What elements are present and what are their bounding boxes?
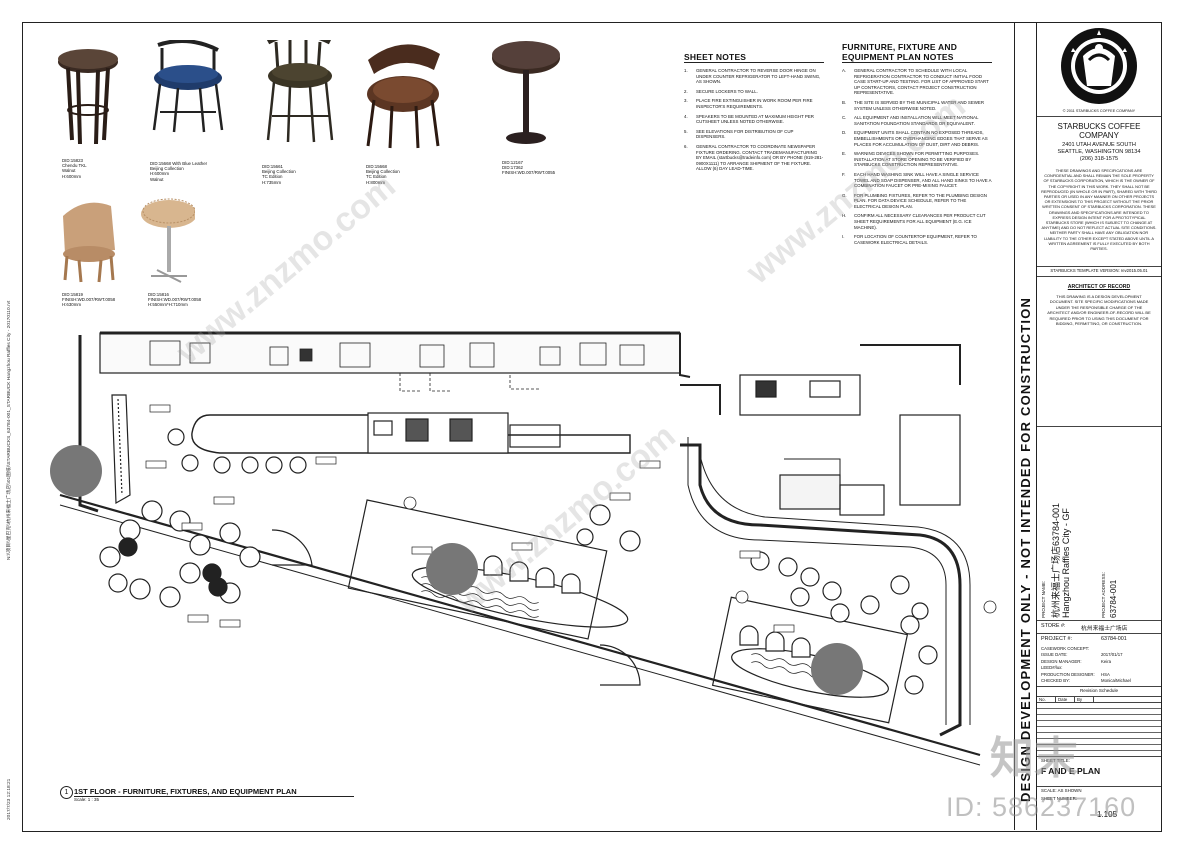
ffe-notes-list: A.GENERAL CONTRACTOR TO SCHEDULE WITH LO…	[842, 68, 992, 245]
sheet-note: 2.SECURE LOCKERS TO WALL.	[684, 88, 758, 94]
stool-dark-icon	[58, 49, 118, 145]
furniture-row-2	[63, 198, 195, 283]
armchair-tan-icon	[63, 202, 115, 283]
project-no-label: PROJECT #:	[1041, 636, 1073, 642]
sheet-title: F AND E PLAN	[1041, 766, 1101, 776]
plan-scale: Scale: 1 : 35	[74, 797, 100, 802]
store-label: STORE #:	[1041, 623, 1066, 629]
bar-stool-wood-icon	[266, 40, 334, 143]
ffe-note: H.CONFIRM ALL NECESSARY CLEARANCES PER P…	[842, 213, 986, 230]
revision-table: No. Date By	[1037, 696, 1161, 754]
chair-brown-icon	[366, 44, 440, 149]
ffe-note: I.FOR LOCATION OF COUNTERTOP EQUIPMENT, …	[842, 234, 977, 245]
scale-label: SCALE: AS SHOWN	[1041, 788, 1082, 793]
sheet-title-label: SHEET TITLE:	[1041, 758, 1070, 763]
vertical-banner-band: DESIGN DEVELOPMENT ONLY - NOT INTENDED F…	[1014, 22, 1037, 830]
ffe-notes-title: FURNITURE, FIXTURE AND EQUIPMENT PLAN NO…	[842, 42, 992, 63]
ffe-note: E.WARNING DEVICES SHOWN FOR PERMITTING P…	[842, 151, 980, 168]
company-name: STARBUCKS COFFEE COMPANY	[1057, 122, 1141, 140]
watermark-brand: 知末	[990, 734, 1078, 783]
round-table-light-icon	[141, 198, 195, 283]
sheet-number-label: SHEET NUMBER:	[1041, 796, 1078, 801]
seating-zone-1	[347, 499, 608, 640]
grey-marker	[50, 445, 102, 497]
sheet-note: 1.GENERAL CONTRACTOR TO REVERSE DOOR HIN…	[684, 68, 821, 85]
date-side-text: 2017/7/23 12:18:21	[7, 778, 12, 820]
project-address-label: PROJECT ADDRESS:	[1101, 572, 1106, 618]
store-value: 杭州来福士广场店	[1081, 626, 1128, 632]
ffe-note: G.FOR PLUMBING FIXTURES, REFER TO THE PL…	[842, 192, 987, 209]
titleblock: © 2011 STARBUCKS COFFEE COMPANY STARBUCK…	[1036, 22, 1161, 830]
sheet-notes-title: SHEET NOTES	[684, 52, 824, 63]
plan-title: 1ST FLOOR - FURNITURE, FIXTURES, AND EQU…	[74, 787, 297, 796]
revision-title: Revision Schedule	[1079, 688, 1119, 693]
floor-plan	[50, 331, 997, 766]
sheet-notes: SHEET NOTES 1.GENERAL CONTRACTOR TO REVE…	[684, 52, 824, 176]
project-no: 63784-001	[1101, 636, 1127, 642]
ffe-note: F.EACH HAND WASHING SINK WILL HAVE A SIN…	[842, 171, 992, 189]
back-counter	[99, 332, 681, 374]
sheet-note: 4.SPEAKERS TO BE MOUNTED AT MAXIMUM HEIG…	[684, 113, 814, 125]
project-name-label: PROJECT NAME:	[1041, 580, 1046, 618]
project-meta: CASEWORK CONCEPT: ISSUE DATE:2017/01/17 …	[1041, 646, 1131, 684]
plan-number-circle: 1	[60, 786, 73, 799]
drawing-sheet	[22, 22, 1162, 832]
ffe-note: A.GENERAL CONTRACTOR TO SCHEDULE WITH LO…	[842, 68, 989, 96]
sheet-number: 1.105	[1097, 810, 1118, 819]
ffe-note: B.THE SITE IS SERVED BY THE MUNICIPAL WA…	[842, 99, 985, 111]
aor-text: THIS DRAWING IS A DESIGN DEVELOPMENT DOC…	[1047, 294, 1151, 327]
template-version: STARBUCKS TEMPLATE VERSION: rev2015.05.0…	[1050, 268, 1148, 273]
round-table-icon	[492, 41, 560, 144]
grey-marker	[811, 643, 863, 695]
grey-marker	[426, 543, 478, 595]
copyright-notice: THESE DRAWINGS AND SPECIFICATIONS ARE CO…	[1041, 168, 1157, 252]
bar-stool-blue-icon	[152, 40, 224, 133]
sheet-note: 3.PLACE FIRE EXTINGUISHER IN WORK ROOM P…	[684, 98, 813, 109]
kitchen-counter	[739, 374, 861, 416]
project-address: 63784-001	[1109, 579, 1118, 618]
sheet-note: 6.GENERAL CONTRACTOR TO COORDINATE NEWSP…	[684, 143, 824, 172]
seating-zone-2	[711, 596, 909, 724]
file-path-side-text: N:\\项目\\星巴克\\杭州来福士广场店\\01图纸\\STARBUCKS_6…	[7, 300, 12, 560]
aor-title: ARCHITECT OF RECORD	[1067, 284, 1131, 290]
sheet-note: 5.SEE ELEVATIONS FOR DISTRIBUTION OF CUP…	[684, 128, 794, 140]
ffe-note: D.EQUIPMENT UNITS SHALL CONTAIN NO EXPOS…	[842, 130, 988, 147]
watermark-id: ID: 586237160	[946, 792, 1137, 822]
logo-caption: © 2011 STARBUCKS COFFEE COMPANY	[1062, 109, 1136, 113]
ffe-notes: FURNITURE, FIXTURE AND EQUIPMENT PLAN NO…	[842, 42, 992, 249]
sheet-notes-list: 1.GENERAL CONTRACTOR TO REVERSE DOOR HIN…	[684, 68, 824, 172]
ffe-note: C.ALL EQUIPMENT AND INSTALLATION WILL ME…	[842, 115, 979, 126]
project-name-en: Hangzhou Raffles City - GF	[1061, 508, 1071, 618]
starbucks-logo-icon	[1061, 28, 1137, 104]
furniture-row-1	[58, 40, 560, 149]
